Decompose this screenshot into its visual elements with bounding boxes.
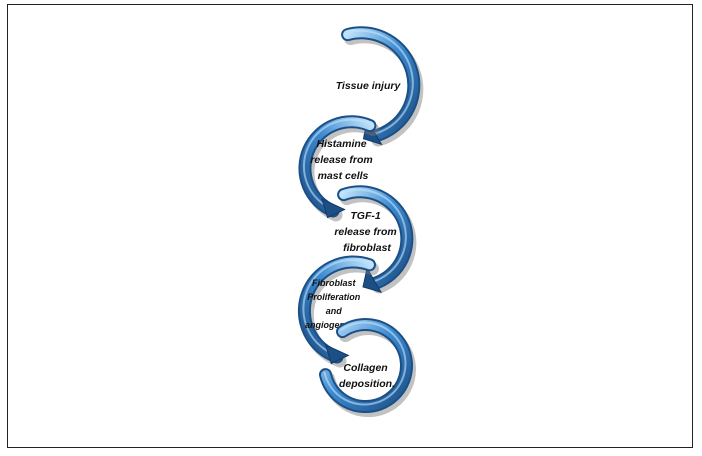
step-5-line-1: Collagen: [343, 362, 387, 374]
circular-arrow-2: [298, 115, 380, 222]
step-4-line-3: and: [326, 306, 343, 316]
arrowhead-icon: [324, 344, 350, 365]
step-5-label: Collagen deposition.: [339, 362, 395, 390]
circular-arrow-5: [319, 318, 416, 417]
step-4-line-4: angiogenesis.: [305, 320, 365, 330]
step-histamine-release: Histamine release from mast cells: [298, 115, 380, 222]
step-4-label: Fibroblast Proliferation and angiogenesi…: [305, 278, 365, 330]
step-3-line-2: release from: [334, 226, 396, 238]
circular-arrow-4: [297, 255, 379, 368]
step-3-label: TGF-1 release from fibroblast: [334, 210, 399, 254]
step-tissue-injury: Tissue injury: [336, 26, 424, 147]
step-1-line-1: Tissue injury: [336, 80, 402, 92]
step-4-line-1: Fibroblast: [312, 278, 357, 288]
step-2-line-1: Histamine: [316, 138, 366, 150]
step-4-line-2: Proliferation: [307, 292, 361, 302]
step-3-line-3: fibroblast: [343, 242, 391, 254]
step-1-label: Tissue injury: [336, 80, 402, 92]
step-tgf-release: TGF-1 release from fibroblast: [334, 185, 417, 294]
step-fibroblast-proliferation: Fibroblast Proliferation and angiogenesi…: [297, 255, 379, 368]
step-2-line-2: release from: [310, 154, 372, 166]
step-collagen-deposition: Collagen deposition.: [319, 318, 416, 417]
circular-arrow-3: [337, 185, 417, 294]
step-2-line-3: mast cells: [318, 170, 369, 182]
step-5-line-2: deposition.: [339, 378, 395, 390]
arrowhead-icon: [321, 198, 346, 219]
circular-arrow-1: [341, 26, 424, 147]
step-3-line-1: TGF-1: [350, 210, 380, 222]
step-2-label: Histamine release from mast cells: [310, 138, 375, 182]
diagram-frame: [7, 4, 693, 448]
arrowhead-icon: [362, 266, 383, 294]
